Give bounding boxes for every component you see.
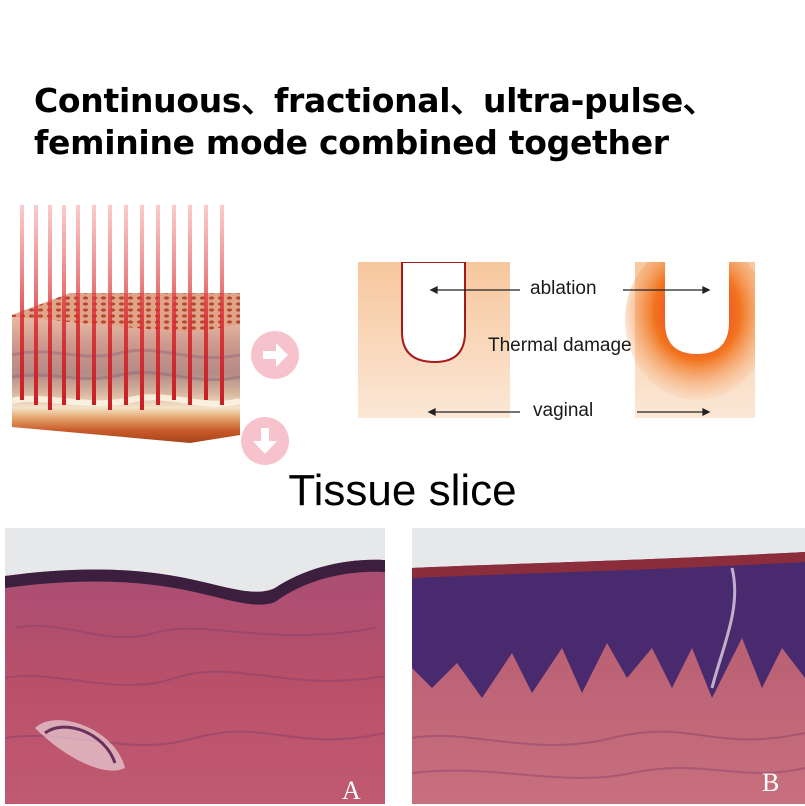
label-ablation: ablation bbox=[530, 278, 597, 299]
laser-tissue-block-illustration bbox=[11, 205, 240, 443]
headline-line-1: Continuous、fractional、ultra-pulse、 bbox=[34, 81, 716, 120]
panel-letter-b: B bbox=[762, 768, 780, 797]
arrow-down-icon bbox=[241, 417, 289, 465]
tissue-slice-panel-b bbox=[412, 528, 805, 804]
tissue-slice-panel-a bbox=[5, 528, 385, 804]
label-thermal-damage: Thermal damage bbox=[488, 335, 632, 356]
label-vaginal: vaginal bbox=[533, 400, 594, 421]
arrow-right-icon bbox=[251, 331, 299, 379]
ablation-diagram bbox=[358, 262, 755, 418]
panel-letter-a: A bbox=[342, 776, 361, 805]
section-title: Tissue slice bbox=[288, 466, 517, 515]
headline-line-2: feminine mode combined together bbox=[34, 123, 669, 162]
